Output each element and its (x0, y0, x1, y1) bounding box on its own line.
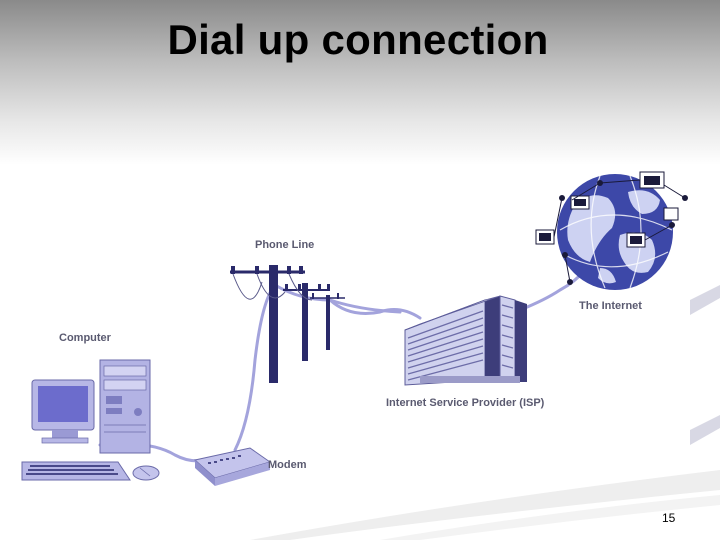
slide-title: Dial up connection (167, 16, 549, 63)
page-number: 15 (662, 511, 676, 525)
internet-globe-illustration (535, 171, 688, 290)
computer-illustration (21, 359, 160, 481)
computer-label: Computer (59, 332, 111, 344)
isp-building-illustration (404, 295, 527, 386)
phone-line-label: Phone Line (255, 239, 315, 251)
modem-label: Modem (268, 459, 307, 471)
isp-label: Internet Service Provider (ISP) (386, 397, 545, 409)
decorative-swoosh (250, 285, 720, 540)
telephone-poles (230, 265, 345, 383)
internet-label: The Internet (579, 300, 642, 312)
modem-illustration (193, 447, 272, 486)
